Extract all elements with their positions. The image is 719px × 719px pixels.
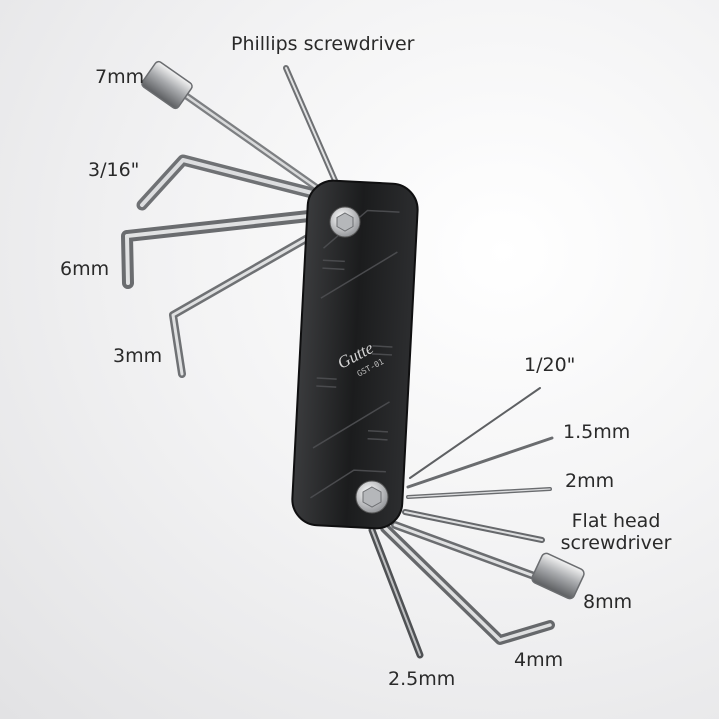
hex-2mm-label: 2mm	[565, 470, 615, 492]
socket-7mm-label: 7mm	[95, 66, 145, 88]
hex-3-16-label: 3/16"	[88, 159, 140, 181]
top-bolt-icon	[329, 206, 361, 238]
flat-head-label-line2: screwdriver	[560, 532, 672, 554]
socket-7mm-tool	[141, 60, 324, 194]
hex-1-20-label: 1/20"	[524, 354, 576, 376]
hex-3mm-label: 3mm	[113, 345, 163, 367]
hex-key-3mm-tool	[169, 228, 322, 378]
socket-8mm-label: 8mm	[583, 591, 633, 613]
bottom-tools	[368, 387, 585, 659]
phillips-screwdriver-tool	[283, 65, 343, 195]
hex-key-3-16-tool	[136, 154, 326, 211]
top-tools	[121, 60, 343, 378]
hex-key-4mm-tool	[380, 523, 555, 645]
socket-8mm-tool	[391, 521, 585, 600]
flat-head-label-line1: Flat head	[571, 510, 661, 532]
hex-key-2mm-tool	[406, 487, 552, 499]
hex-key-1-5mm-tool	[406, 436, 554, 489]
bottom-bolt-icon	[355, 480, 389, 514]
hex-6mm-label: 6mm	[60, 258, 110, 280]
hex-4mm-label: 4mm	[514, 649, 564, 671]
flat-head-screwdriver-tool	[402, 509, 545, 543]
flat-head-screwdriver-label: Flat head screwdriver	[556, 510, 676, 554]
hex-2-5mm-label: 2.5mm	[388, 668, 456, 690]
hex-1-5mm-label: 1.5mm	[563, 421, 631, 443]
hex-key-1-20-tool	[409, 387, 541, 479]
phillips-screwdriver-label: Phillips screwdriver	[231, 33, 415, 55]
hex-key-2-5mm-tool	[368, 526, 424, 659]
hex-key-6mm-tool	[121, 209, 324, 289]
